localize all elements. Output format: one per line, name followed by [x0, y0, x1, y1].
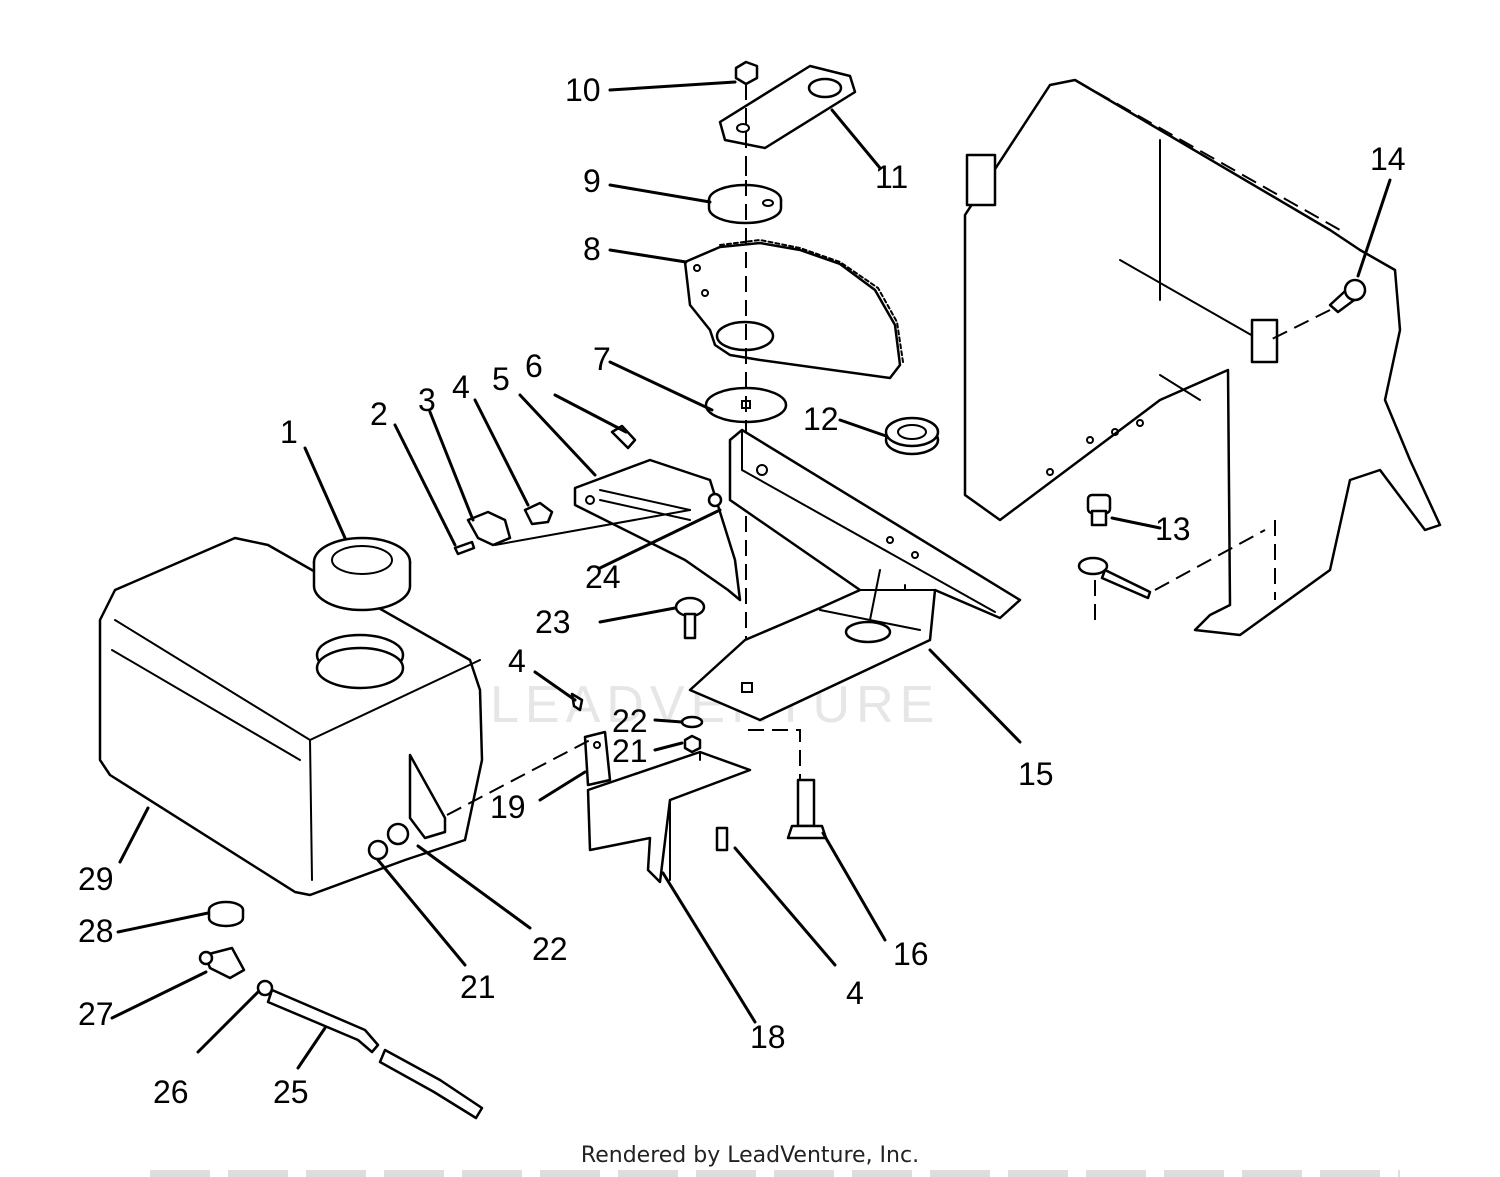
callout-13: 13	[1155, 511, 1191, 547]
callout-27: 27	[78, 996, 114, 1032]
fitting-27	[198, 946, 246, 980]
screw-2	[453, 540, 476, 556]
bolt-16	[748, 729, 828, 840]
callout-2: 2	[370, 396, 388, 432]
credit-text: Rendered by LeadVenture, Inc.	[580, 1143, 920, 1168]
washer-22-small	[680, 715, 704, 729]
ground-wire	[1077, 529, 1266, 600]
callout-18: 18	[750, 1019, 786, 1055]
clamp-26	[256, 979, 274, 997]
leader-lines	[110, 80, 1392, 1070]
clip-3	[466, 510, 512, 547]
nut-21-small	[683, 734, 702, 754]
callout-11: 11	[875, 159, 908, 195]
callout-21-lower: 21	[460, 969, 496, 1005]
callout-29: 29	[78, 861, 114, 897]
callout-25: 25	[273, 1074, 309, 1110]
callout-10: 10	[565, 72, 601, 108]
callout-4-lower: 4	[846, 975, 864, 1011]
clip-19	[583, 730, 612, 787]
assembly-line	[494, 509, 691, 546]
fuel-tank-29	[98, 536, 484, 897]
callout-22-upper: 22	[612, 703, 648, 739]
grommet-12	[884, 416, 940, 456]
callout-14: 14	[1370, 141, 1406, 177]
frame-panel	[963, 78, 1442, 637]
bracket-18	[586, 750, 752, 884]
callout-4-upper: 4	[452, 369, 470, 405]
nut-10	[734, 60, 759, 86]
callout-6: 6	[525, 348, 543, 384]
callout-21-upper: 21	[612, 733, 648, 769]
callout-22-lower: 22	[532, 931, 568, 967]
callout-26: 26	[153, 1074, 189, 1110]
callout-9: 9	[583, 163, 601, 199]
callout-3: 3	[418, 382, 436, 418]
screw-13	[1086, 493, 1112, 527]
credit-decoration	[150, 1170, 1400, 1177]
nut-24	[707, 492, 723, 508]
fuel-hose-25	[266, 988, 484, 1120]
plate-11	[718, 64, 857, 150]
callout-28: 28	[78, 913, 114, 949]
callout-19: 19	[490, 789, 526, 825]
callout-labels: 10 11 9 8 14 7 12 13 1 2 3 4 5 6 24 23 4…	[78, 72, 1406, 1110]
callout-5: 5	[492, 361, 510, 397]
callout-23: 23	[535, 604, 571, 640]
grommet-28	[207, 900, 245, 928]
callout-24: 24	[585, 559, 621, 595]
callout-15: 15	[1018, 756, 1054, 792]
bolt-4-upper	[523, 501, 554, 526]
sector-gear-8	[683, 238, 904, 380]
bracket-15	[688, 428, 1022, 722]
callout-4-mid: 4	[508, 643, 526, 679]
tank-bolt-line	[446, 739, 591, 816]
fuel-cap-1	[312, 536, 412, 612]
callout-1: 1	[280, 414, 298, 450]
callout-8: 8	[583, 231, 601, 267]
bolt-23	[674, 596, 706, 640]
bolt-14	[1269, 278, 1367, 341]
callout-12: 12	[803, 401, 839, 437]
callout-7: 7	[593, 341, 611, 377]
callout-16: 16	[893, 936, 929, 972]
